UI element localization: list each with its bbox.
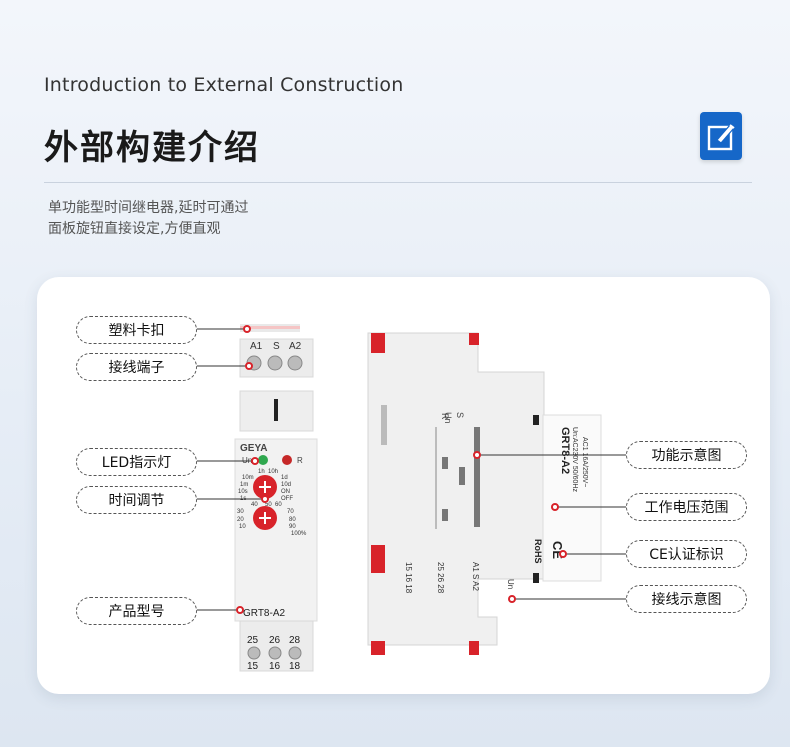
top-terminal-label: S (273, 341, 280, 352)
english-title: Introduction to External Construction (44, 74, 404, 96)
screw-terminal (268, 646, 282, 660)
label-voltage-range: 工作电压范围 (626, 493, 747, 521)
edit-document-icon (700, 112, 742, 160)
percent-mark: 40 (251, 502, 258, 508)
range-mark: 10d (281, 482, 291, 488)
range-mark: 1d (281, 475, 288, 481)
divider (44, 182, 752, 183)
bottom-terminal-label: 16 (269, 661, 281, 672)
screw-terminal (288, 646, 302, 660)
percent-mark: 80 (289, 517, 296, 523)
rohs-label: RoHS (533, 539, 543, 564)
percent-mark: 30 (237, 509, 244, 515)
label-function-diagram: 功能示意图 (626, 441, 747, 469)
wiring-col: 25 26 28 (436, 562, 445, 594)
label-plastic-clip: 塑料卡扣 (76, 316, 197, 344)
diagram-label: R (440, 413, 450, 420)
top-terminal-label: A2 (289, 341, 302, 352)
range-mark: 10h (268, 469, 278, 475)
bottom-terminal-label: 15 (247, 661, 259, 672)
callout-dots (236, 325, 567, 614)
led-r-label: R (297, 456, 303, 465)
screw-terminal (287, 355, 303, 371)
range-mark: 10s (238, 489, 248, 495)
percent-mark: 70 (287, 509, 294, 515)
product-card: A1 S A2 GEYA Un R 1h 10h 10m 1d 1m 10d 1… (37, 277, 770, 694)
side-device: Un S R 15 16 18 25 26 28 A1 S A2 Un GRT8… (367, 332, 602, 655)
chinese-title: 外部构建介绍 (44, 128, 260, 168)
side-spec-2: AC1 16A/250V~ (581, 437, 588, 487)
percent-mark: 10 (239, 524, 246, 530)
brand-logo: GEYA (240, 443, 267, 454)
label-time-adjust: 时间调节 (76, 486, 197, 514)
percent-mark: 100% (291, 531, 307, 537)
percent-mark: 50 (265, 502, 272, 508)
side-model-label: GRT8-A2 (559, 427, 571, 474)
range-mark: 1h (258, 469, 265, 475)
description: 单功能型时间继电器,延时可通过 面板旋钮直接设定,方便直观 (48, 198, 248, 240)
front-model-label: GRT8-A2 (243, 608, 285, 619)
label-wiring-diagram: 接线示意图 (626, 585, 747, 613)
percent-mark: 20 (237, 517, 244, 523)
range-mark: OFF (281, 496, 293, 502)
top-terminal-label: A1 (250, 341, 263, 352)
label-led-indicator: LED指示灯 (76, 448, 197, 476)
bottom-terminal-label: 26 (269, 635, 281, 646)
bottom-terminal-label: 25 (247, 635, 259, 646)
wiring-col: A1 S A2 (471, 562, 480, 591)
wiring-col: 15 16 18 (404, 562, 413, 594)
callout-lines (196, 328, 626, 611)
label-model: 产品型号 (76, 597, 197, 625)
green-led (258, 455, 268, 465)
label-ce-mark: CE认证标识 (626, 540, 747, 568)
range-mark: 1m (240, 482, 248, 488)
description-line-2: 面板旋钮直接设定,方便直观 (48, 221, 221, 237)
bottom-terminal-label: 18 (289, 661, 301, 672)
diagram-label: S (455, 412, 465, 418)
percent-mark: 60 (275, 502, 282, 508)
description-line-1: 单功能型时间继电器,延时可通过 (48, 200, 249, 216)
product-illustration: A1 S A2 GEYA Un R 1h 10h 10m 1d 1m 10d 1… (196, 324, 626, 672)
red-led (282, 455, 292, 465)
front-device: A1 S A2 GEYA Un R 1h 10h 10m 1d 1m 10d 1… (234, 324, 318, 672)
label-terminals: 接线端子 (76, 353, 197, 381)
screw-terminal (267, 355, 283, 371)
screw-terminal (247, 646, 261, 660)
side-spec-1: Un:AC230V 50/60Hz (571, 427, 578, 492)
diagram-label: Un (443, 412, 453, 424)
wiring-un-label: Un (506, 579, 515, 589)
range-mark: 10m (242, 475, 254, 481)
percent-mark: 90 (289, 524, 296, 530)
bottom-terminal-label: 28 (289, 635, 301, 646)
range-mark: ON (281, 489, 290, 495)
